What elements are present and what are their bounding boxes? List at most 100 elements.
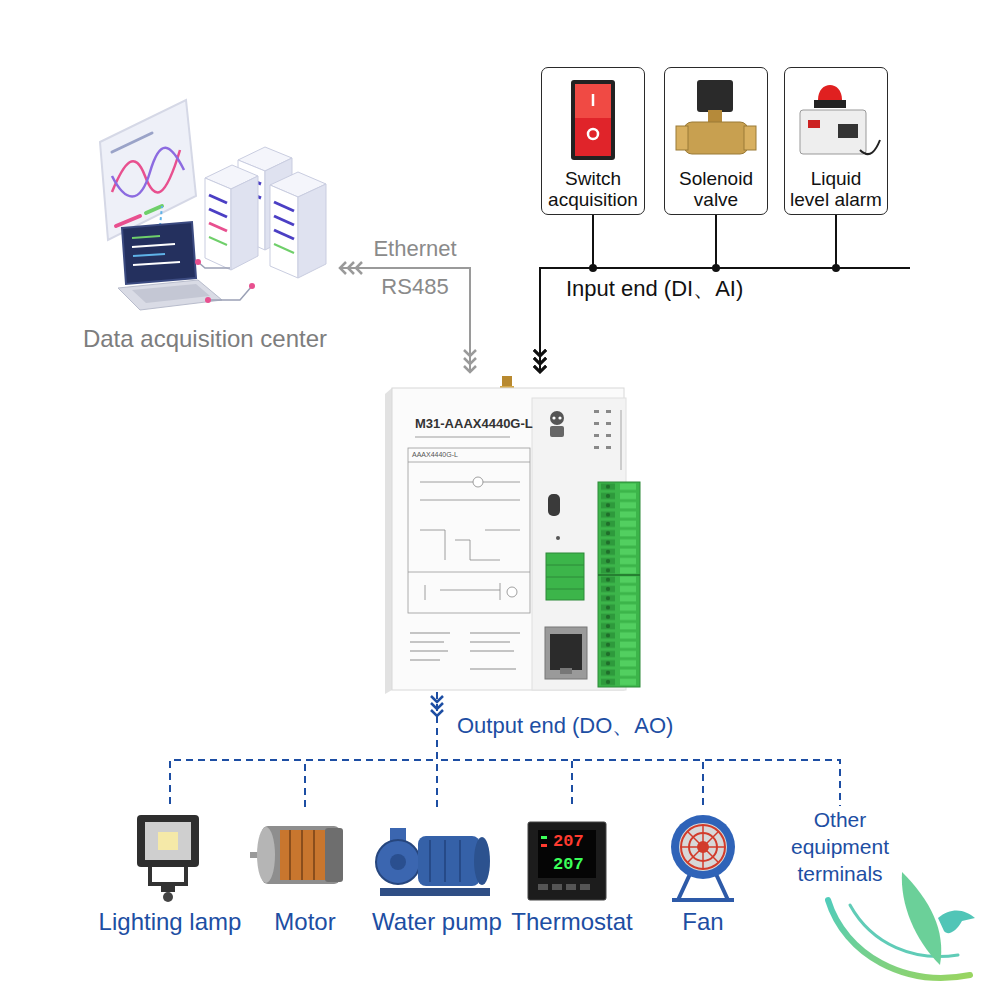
node-label: Solenoid valve — [670, 168, 763, 210]
chart-bar — [116, 216, 140, 226]
display-digits: 207 — [553, 855, 584, 875]
output-wire — [437, 692, 840, 806]
server-side — [298, 184, 326, 278]
lamp-mount — [161, 884, 175, 892]
schematic-line — [408, 462, 530, 463]
valve-port — [744, 126, 756, 150]
thermostat-button — [566, 884, 576, 890]
led — [606, 446, 611, 449]
pump-volute — [376, 840, 420, 884]
panel-bar — [112, 133, 152, 152]
server-stripe — [274, 230, 294, 239]
thermostat-icon — [528, 822, 606, 900]
logo-head — [938, 910, 975, 933]
schematic-line — [408, 572, 530, 573]
housing-side — [385, 388, 392, 694]
terminal-divider — [546, 577, 584, 578]
switch-off-mark — [588, 129, 598, 139]
led — [594, 446, 599, 449]
chart-bar — [146, 206, 162, 213]
pump-inlet — [390, 854, 406, 870]
schematic-line — [420, 482, 520, 483]
io-module: M31-AAAX4440G-L — [385, 372, 627, 692]
indicator — [541, 836, 547, 839]
lamp-icon — [137, 815, 199, 902]
switch-on-mark — [592, 94, 595, 106]
schematic-load — [507, 587, 517, 597]
port-label: Input end (DI、AI) — [566, 276, 743, 301]
side-print — [620, 410, 622, 470]
lamp-bracket — [150, 867, 186, 884]
output-wire — [305, 692, 437, 808]
output-device: Lighting lamp — [96, 808, 245, 940]
fine-print — [410, 650, 448, 652]
fan-face — [679, 823, 727, 871]
valve-coil — [697, 80, 733, 112]
fan-grille — [681, 825, 725, 869]
fine-print — [410, 632, 450, 634]
solenoid-valve-icon — [676, 80, 756, 154]
lamp-led — [158, 832, 178, 850]
thermostat-button — [580, 884, 590, 890]
output-wire — [437, 692, 572, 808]
server-face — [205, 178, 231, 270]
output-device: Water pump — [369, 808, 505, 940]
thermostat-display — [538, 830, 596, 878]
thermostat-body — [528, 822, 606, 900]
alarm-probe — [860, 140, 880, 154]
server-side — [231, 176, 258, 270]
valve-body — [684, 122, 748, 154]
logo-wing — [902, 872, 941, 965]
network-wire — [208, 286, 252, 300]
server-stripe — [209, 195, 227, 203]
laptop-base — [118, 280, 222, 310]
node-label: Fan — [682, 907, 723, 937]
fine-print — [470, 668, 516, 670]
watermark-logo — [828, 872, 975, 978]
node-label: Other equipment terminals — [784, 806, 896, 887]
ethernet-port — [545, 627, 587, 679]
output-device: Fan — [658, 808, 748, 940]
schematic-title: AAAX4440G-L — [412, 451, 458, 459]
laptop-screen — [122, 222, 196, 284]
led — [594, 422, 599, 425]
edge-label: Ethernet RS485 — [360, 230, 470, 306]
indicator — [541, 844, 547, 847]
fine-print — [415, 436, 510, 438]
server-stripe — [209, 223, 227, 231]
level-alarm-icon — [800, 85, 880, 154]
motor-endcap — [325, 828, 343, 882]
robot-eye — [558, 416, 561, 419]
code-line — [132, 244, 175, 247]
reset-button — [556, 536, 560, 540]
terminal-divider — [546, 589, 584, 590]
alarm-panel — [838, 124, 858, 138]
pump-motor — [418, 836, 480, 886]
node-label: Water pump — [372, 907, 502, 937]
terminal-divider — [598, 574, 640, 576]
power-terminal — [546, 553, 584, 600]
network-dot — [195, 259, 201, 265]
robot-body — [550, 426, 564, 437]
switch-icon — [571, 80, 615, 160]
edge-layer — [170, 215, 840, 808]
led — [594, 434, 599, 437]
dashboard-panel — [100, 100, 196, 240]
coil-line — [289, 830, 291, 880]
switch-rocker-top — [575, 84, 611, 118]
schematic-line — [420, 530, 520, 560]
pump-icon — [376, 828, 490, 896]
fine-print — [410, 659, 440, 661]
data-center-illustration — [100, 100, 326, 310]
motor-fin — [459, 840, 461, 882]
server-stripe — [274, 202, 294, 211]
server-stripe — [209, 209, 227, 217]
coil-line — [313, 830, 315, 880]
schematic-line — [425, 583, 500, 600]
input-bus — [836, 267, 910, 269]
logo-swoosh — [828, 900, 970, 978]
alarm-beacon — [818, 85, 842, 100]
port-label: Output end (DO、AO) — [457, 713, 673, 738]
fine-print — [470, 650, 514, 652]
